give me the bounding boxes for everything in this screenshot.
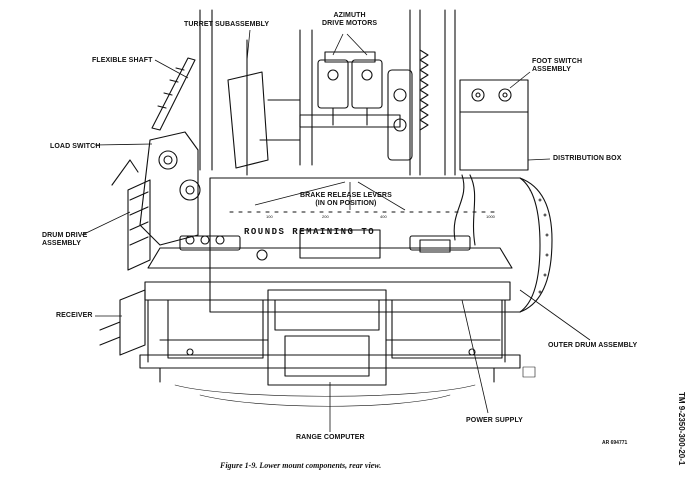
label-brake-line1: BRAKE RELEASE LEVERS	[300, 192, 392, 199]
label-distribution-box: DISTRIBUTION BOX	[553, 155, 622, 162]
label-azimuth-line1: AZIMUTH	[333, 12, 366, 19]
label-range-computer: RANGE COMPUTER	[296, 434, 365, 441]
label-drum-drive-line2: ASSEMBLY	[42, 240, 82, 247]
label-brake-line2: (IN ON POSITION)	[315, 200, 377, 207]
label-foot-switch-line1: FOOT SWITCH	[532, 58, 583, 65]
receiver-bracket	[99, 289, 146, 356]
drum-drive-assembly	[111, 131, 201, 271]
label-outer-drum-assembly: OUTER DRUM ASSEMBLY	[548, 342, 638, 349]
cradle-deck	[147, 229, 513, 269]
label-azimuth-drive-motors: AZIMUTH DRIVE MOTORS	[322, 12, 377, 28]
label-foot-switch-line2: ASSEMBLY	[532, 66, 572, 73]
tm-number: TM 9-2350-300-20-1	[677, 392, 686, 466]
flexible-shaft	[151, 57, 196, 131]
drum-tick-400: 400	[380, 214, 387, 219]
label-drum-drive-assembly: DRUM DRIVE ASSEMBLY	[42, 232, 87, 248]
label-brake-release-levers: BRAKE RELEASE LEVERS (IN ON POSITION)	[300, 192, 392, 208]
label-flexible-shaft: FLEXIBLE SHAFT	[92, 57, 153, 64]
label-turret-subassembly: TURRET SUBASSEMBLY	[184, 21, 270, 28]
drum-tick-1000: 1000	[486, 214, 495, 219]
label-power-supply: POWER SUPPLY	[466, 417, 523, 424]
drum-tick-200: 200	[322, 214, 329, 219]
turret-frame	[199, 9, 456, 176]
drum-stencil-text: ROUNDS REMAINING TO	[244, 227, 376, 237]
art-reference: AR 694771	[602, 440, 628, 446]
drum-tick-100: 100	[266, 214, 273, 219]
guard-frame	[139, 281, 521, 386]
elevation-equipment	[387, 49, 429, 161]
figure-caption: Figure 1-9. Lower mount components, rear…	[220, 461, 382, 470]
leader-lines	[81, 29, 591, 432]
azimuth-drive-motors	[299, 51, 401, 128]
label-drum-drive-line1: DRUM DRIVE	[42, 232, 88, 239]
label-foot-switch-assembly: FOOT SWITCH ASSEMBLY	[532, 58, 582, 74]
label-azimuth-line2: DRIVE MOTORS	[322, 20, 378, 27]
label-receiver: RECEIVER	[56, 312, 93, 319]
distribution-box-drawing	[453, 79, 529, 246]
label-load-switch: LOAD SWITCH	[50, 143, 101, 150]
floor	[174, 366, 536, 407]
